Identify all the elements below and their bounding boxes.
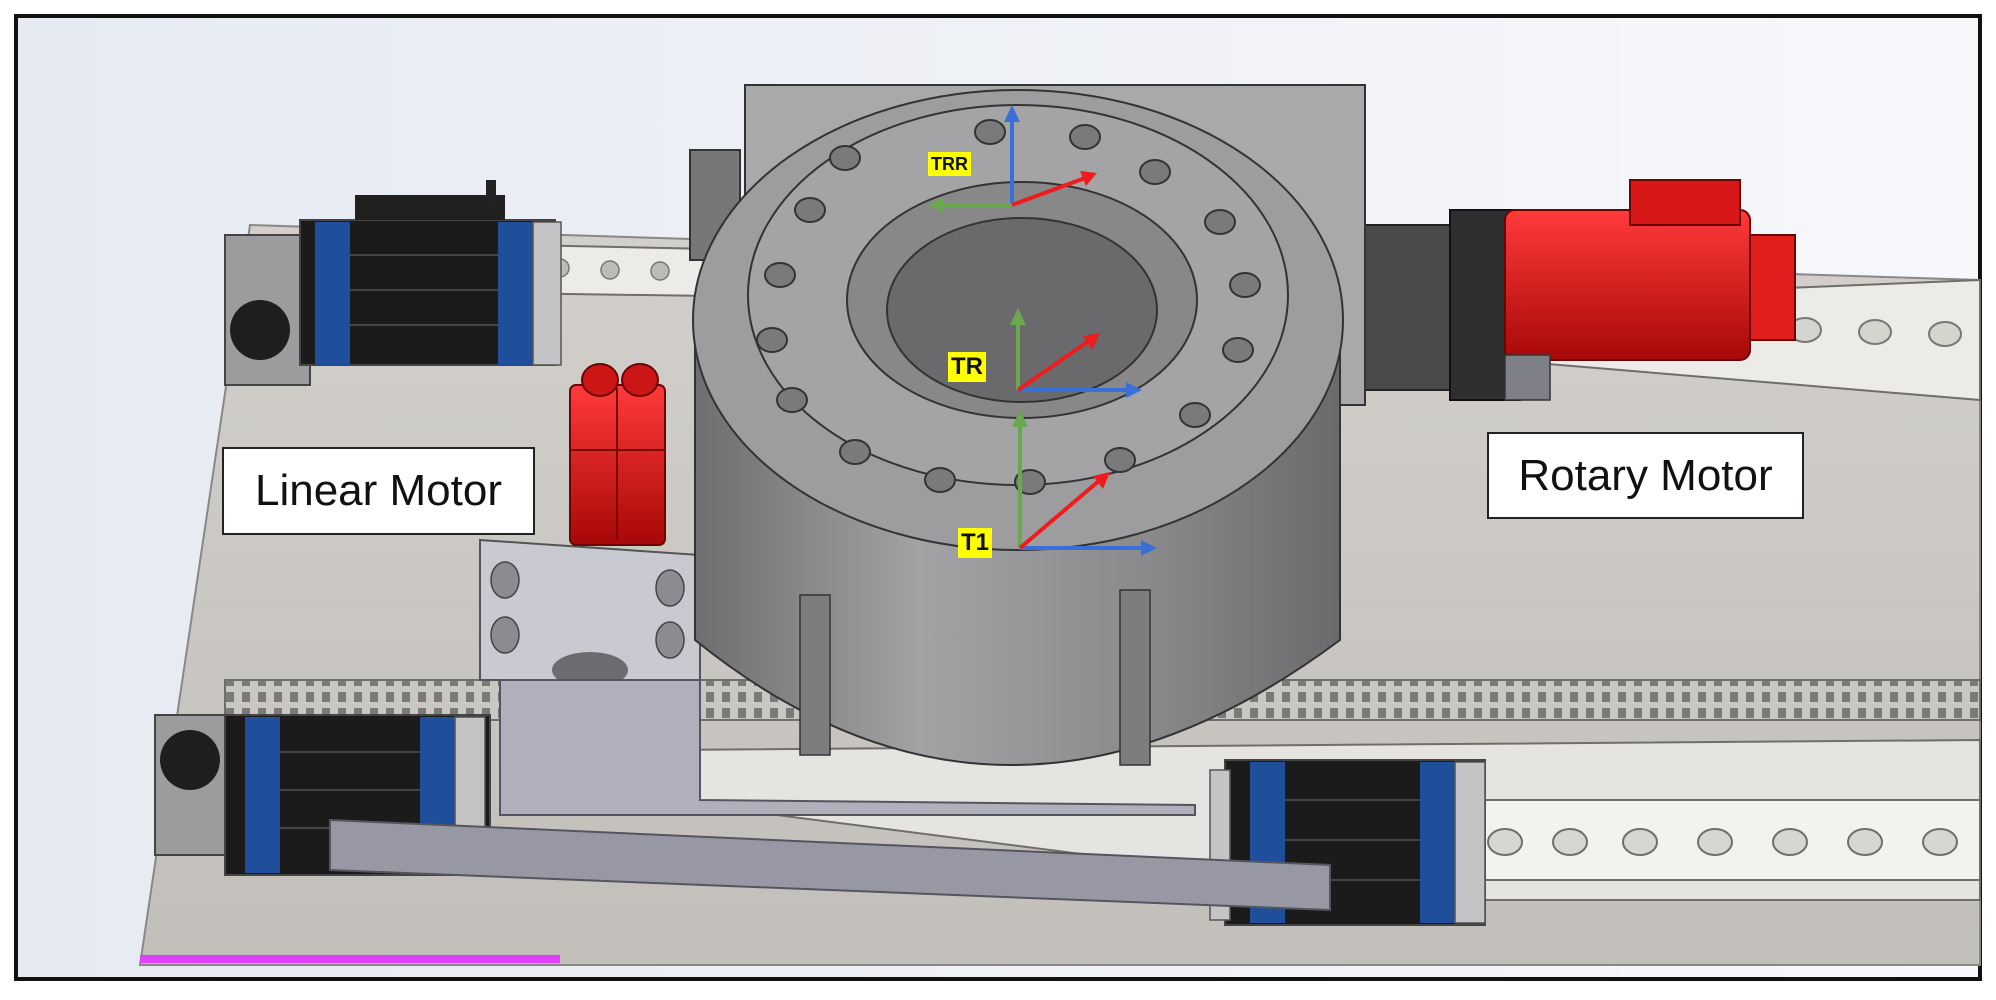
upper-left-carriage xyxy=(224,180,562,386)
right-rail-holes xyxy=(1788,317,1962,347)
rotary-table-housing xyxy=(689,84,1366,766)
frame-tr-axes xyxy=(1010,308,1142,398)
frame-tag-t1: T1 xyxy=(958,528,993,558)
plate-edge-highlight xyxy=(140,955,560,963)
rotary-motor-label: Rotary Motor xyxy=(1487,432,1804,519)
l-bracket-arm xyxy=(329,679,1331,912)
rotary-motor-body xyxy=(1349,179,1796,401)
linear-motor-label: Linear Motor xyxy=(222,447,535,535)
linear-motor-body xyxy=(569,363,666,546)
lower-rail-holes xyxy=(1487,828,1958,856)
frame-trr-axes xyxy=(928,105,1097,213)
frame-t1-axes xyxy=(1012,410,1157,556)
frame-tag-trr: TRR xyxy=(928,152,971,176)
pillow-block xyxy=(479,538,701,688)
frame-tag-tr: TR xyxy=(948,352,986,382)
